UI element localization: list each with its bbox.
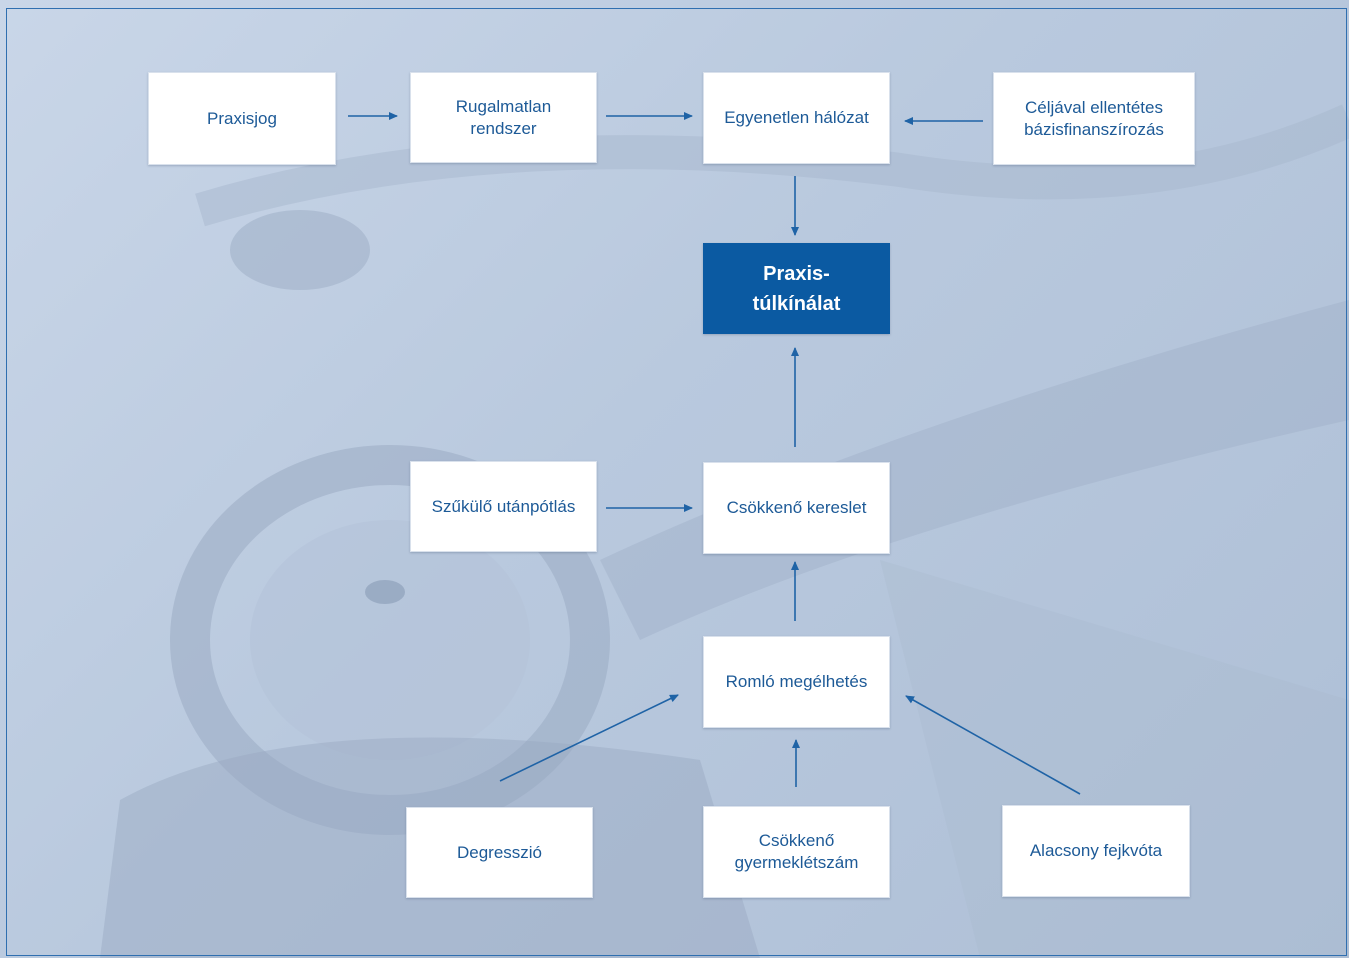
node-celjaval-ellentetes: Céljával ellentétes bázisfinanszírozás bbox=[993, 72, 1195, 165]
node-csokkeno-kereslet: Csökkenő kereslet bbox=[703, 462, 890, 554]
node-csokkeno-gyermekletszam-label: Csökkenő gyermeklétszám bbox=[734, 831, 859, 872]
node-alacsony-fejkvota-label: Alacsony fejkvóta bbox=[1029, 841, 1163, 860]
node-csokkeno-kereslet-label: Csökkenő kereslet bbox=[726, 498, 867, 517]
node-praxis-tulkinalat: Praxis- túlkínálat bbox=[703, 243, 890, 334]
node-romlo-megelhetes-label: Romló megélhetés bbox=[725, 672, 868, 691]
node-egyenetlen-halozat: Egyenetlen hálózat bbox=[703, 72, 890, 164]
arrow-fejkvota-to-romlo bbox=[905, 695, 1081, 795]
node-csokkeno-gyermekletszam: Csökkenő gyermeklétszám bbox=[703, 806, 890, 898]
node-degresszio: Degresszió bbox=[406, 807, 593, 898]
node-rugalmatlan-rendszer: Rugalmatlan rendszer bbox=[410, 72, 597, 163]
node-szukulo-utanpotlas: Szűkülő utánpótlás bbox=[410, 461, 597, 552]
node-praxisjog-label: Praxisjog bbox=[207, 108, 277, 128]
node-degresszio-label: Degresszió bbox=[456, 842, 543, 862]
node-alacsony-fejkvota: Alacsony fejkvóta bbox=[1002, 805, 1190, 897]
arrow-degresszio-to-romlo bbox=[499, 694, 679, 782]
node-praxisjog: Praxisjog bbox=[148, 72, 336, 165]
node-romlo-megelhetes: Romló megélhetés bbox=[703, 636, 890, 728]
node-szukulo-utanpotlas-label: Szűkülő utánpótlás bbox=[431, 496, 576, 516]
node-praxis-tulkinalat-label: Praxis- túlkínálat bbox=[752, 262, 841, 315]
node-egyenetlen-halozat-label: Egyenetlen hálózat bbox=[724, 108, 869, 127]
node-celjaval-ellentetes-label: Céljával ellentétes bázisfinanszírozás bbox=[1024, 97, 1164, 139]
node-rugalmatlan-rendszer-label: Rugalmatlan rendszer bbox=[455, 96, 552, 138]
